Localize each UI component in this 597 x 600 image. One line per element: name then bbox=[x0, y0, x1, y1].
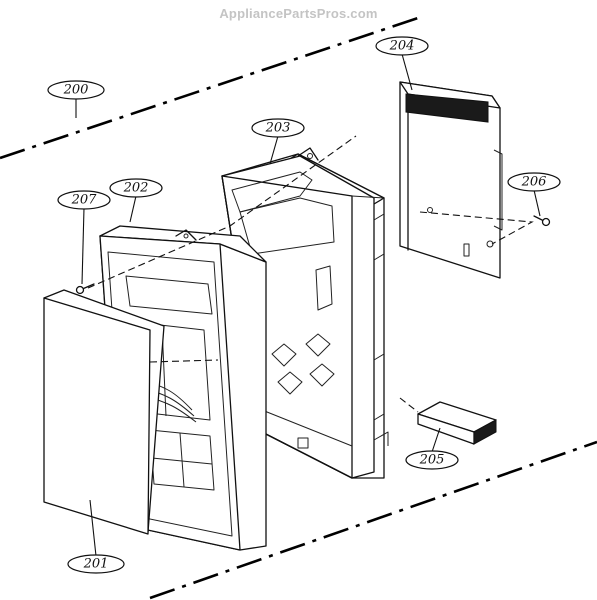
svg-text:207: 207 bbox=[71, 193, 98, 208]
svg-text:204: 204 bbox=[389, 39, 415, 54]
lower-break-line bbox=[149, 440, 597, 600]
callout-204: 204 bbox=[375, 36, 429, 91]
board-screw-guide bbox=[419, 211, 534, 245]
assembly-guide-upper bbox=[87, 135, 357, 289]
callout-207: 207 bbox=[57, 190, 111, 285]
svg-text:201: 201 bbox=[83, 557, 109, 572]
callout-202: 202 bbox=[109, 178, 163, 223]
callout-200: 200 bbox=[47, 80, 105, 118]
part-207-screw bbox=[75, 283, 95, 295]
part-204-pc-board bbox=[399, 81, 503, 279]
svg-text:202: 202 bbox=[123, 181, 149, 196]
assembly-guide-205 bbox=[399, 397, 419, 413]
part-206-screw bbox=[533, 215, 551, 227]
part-205-block bbox=[417, 401, 497, 445]
svg-text:206: 206 bbox=[521, 175, 547, 190]
svg-text:205: 205 bbox=[419, 453, 445, 468]
callout-205: 205 bbox=[405, 427, 459, 470]
callout-201: 201 bbox=[67, 499, 125, 574]
part-201-front-panel bbox=[43, 289, 165, 535]
watermark: AppliancePartsPros.com bbox=[219, 6, 378, 21]
upper-break-line bbox=[0, 14, 425, 160]
callout-203: 203 bbox=[251, 118, 305, 165]
svg-text:200: 200 bbox=[63, 83, 89, 98]
assembly-guide-mid bbox=[149, 359, 219, 363]
callout-206: 206 bbox=[507, 172, 561, 217]
svg-text:203: 203 bbox=[265, 121, 291, 136]
